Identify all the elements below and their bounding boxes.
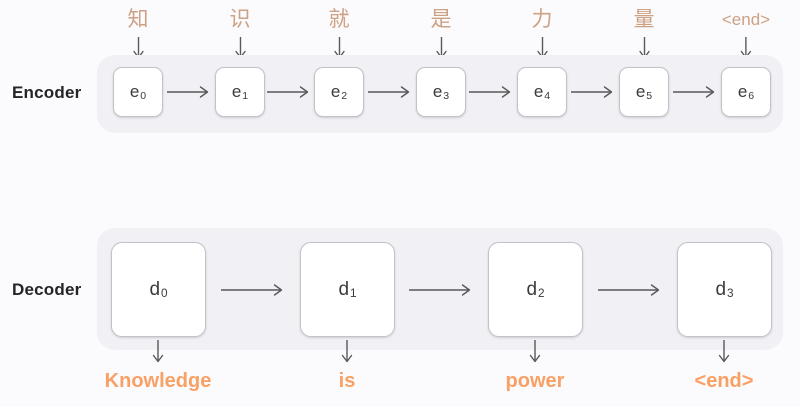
encoder-input-token: 是 xyxy=(430,8,452,31)
right-arrow-icon xyxy=(597,283,663,297)
encoder-cell-label: e xyxy=(432,82,443,101)
right-arrow-icon xyxy=(672,85,718,99)
encoder-cell-label: e xyxy=(533,82,544,101)
encoder-cell-subscript: 3 xyxy=(443,89,450,102)
right-arrow-icon xyxy=(408,283,474,297)
decoder-cell-label: d xyxy=(715,278,727,300)
encoder-input-token: 知 xyxy=(127,8,149,31)
encoder-cell-subscript: 2 xyxy=(341,89,348,102)
right-arrow-icon xyxy=(220,283,286,297)
decoder-output-token: Knowledge xyxy=(104,370,212,392)
decoder-cell-label: d xyxy=(149,278,161,300)
encoder-input: 识 xyxy=(230,6,251,61)
decoder-panel xyxy=(97,228,783,350)
encoder-input: 知 xyxy=(128,6,149,61)
decoder-cell-subscript: 3 xyxy=(727,287,734,301)
right-arrow-icon xyxy=(570,85,616,99)
encoder-input-token: 识 xyxy=(229,8,251,31)
encoder-label: Encoder xyxy=(12,83,82,102)
encoder-input: 量 xyxy=(634,6,655,61)
down-arrow-icon xyxy=(340,340,354,365)
encoder-cell-subscript: 0 xyxy=(140,89,147,102)
right-arrow-icon xyxy=(166,85,212,99)
decoder-cell-label: d xyxy=(526,278,538,300)
encoder-input-token: 就 xyxy=(328,8,350,31)
decoder-output-token: <end> xyxy=(694,370,754,392)
encoder-cell-subscript: 6 xyxy=(748,89,755,102)
encoder-cell-subscript: 1 xyxy=(242,89,249,102)
encoder-input-token: <end> xyxy=(721,10,771,29)
decoder-cell-subscript: 0 xyxy=(161,287,168,301)
down-arrow-icon xyxy=(717,340,731,365)
right-arrow-icon xyxy=(367,85,413,99)
encoder-input: 力 xyxy=(532,6,553,61)
encoder-input: 是 xyxy=(431,6,452,61)
encoder-cell-label: e xyxy=(231,82,242,101)
right-arrow-icon xyxy=(468,85,514,99)
decoder-cell-subscript: 1 xyxy=(350,287,357,301)
encoder-input-token: 力 xyxy=(531,8,553,31)
decoder-label: Decoder xyxy=(12,280,82,299)
encoder-cell-label: e xyxy=(330,82,341,101)
encoder-cell-label: e xyxy=(737,82,748,101)
down-arrow-icon xyxy=(528,340,542,365)
encoder-cell-subscript: 5 xyxy=(646,89,653,102)
right-arrow-icon xyxy=(266,85,312,99)
decoder-cell-subscript: 2 xyxy=(538,287,545,301)
encoder-input: <end> xyxy=(722,6,770,61)
decoder-output-token: power xyxy=(505,370,565,392)
decoder-cell-label: d xyxy=(338,278,350,300)
encoder-cell-label: e xyxy=(129,82,140,101)
encoder-cell-subscript: 4 xyxy=(544,89,551,102)
decoder-output-token: is xyxy=(338,370,356,392)
encoder-input-token: 量 xyxy=(633,8,655,31)
encoder-cell-label: e xyxy=(635,82,646,101)
down-arrow-icon xyxy=(151,340,165,365)
encoder-input: 就 xyxy=(329,6,350,61)
